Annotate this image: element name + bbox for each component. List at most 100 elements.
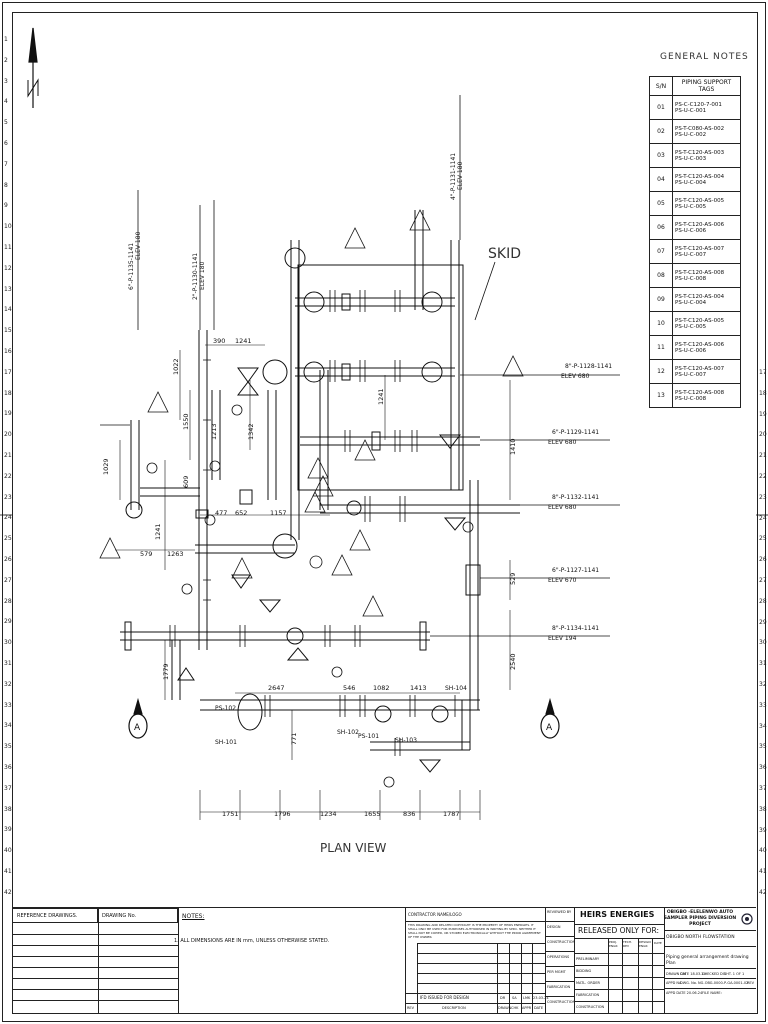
support-tag-secondary: PS-U-C-004 [675, 179, 707, 186]
row-number-left: 11 [4, 244, 12, 251]
row-number-right: 31 [759, 660, 767, 668]
dimension-value: 2540 [509, 653, 517, 670]
vertical-line-label: ELEV 180 [135, 231, 142, 260]
support-tag-primary: PS-T-C120-AS-004 [675, 293, 725, 300]
row-number-left: 5 [4, 119, 8, 127]
appd-by: APPD NA [666, 981, 682, 985]
dimension-value: 1234 [320, 810, 337, 818]
drawing-no-header: DRAWING No. [102, 913, 137, 919]
row-number-left: 1 [4, 36, 8, 43]
equipment-tag: SH-102 [337, 729, 359, 736]
release-row-label: PRELIMINARY [576, 957, 600, 961]
row-number-right: 23 [759, 493, 767, 501]
support-tag-sn: 08 [649, 263, 673, 288]
vertical-line-label: ELEV 180 [199, 261, 206, 290]
support-tag-sn: 02 [649, 119, 673, 144]
valves-and-flanges [124, 247, 481, 773]
row-number-left: 21 [4, 452, 12, 459]
support-tag-primary: PS-T-C120-AS-005 [675, 197, 725, 204]
row-number-left: 22 [4, 472, 12, 480]
elevation-label: ELEV 680 [561, 373, 590, 380]
dimension-value: 1029 [102, 458, 110, 475]
row-number-right: 17 [759, 369, 767, 376]
row-number-left: 18 [4, 389, 12, 397]
rev-col-appr: APPR [522, 1006, 532, 1010]
row-number-right: 34 [759, 722, 767, 730]
appd-date: APPD DATE 20.06.24 [666, 991, 703, 995]
support-tag-secondary: PS-U-C-007 [675, 371, 707, 378]
row-number-left: 4 [4, 98, 8, 106]
review-row-label: DESIGN [547, 925, 561, 929]
review-row-label: CONSTRUCTION [547, 1000, 576, 1004]
file-name-label: FILE NAME: [702, 991, 722, 995]
equipment-tag: PS-101 [358, 733, 379, 740]
release-row-label: BIDDING [576, 969, 592, 973]
row-number-left: 14 [4, 306, 12, 314]
support-tag-sn: 11 [649, 335, 673, 360]
row-number-right: 26 [759, 556, 767, 564]
support-tag-sn: 13 [649, 383, 673, 408]
rev-drawn-value: DR [500, 996, 506, 1000]
dimension-value: 609 [182, 476, 190, 488]
released-only-for: RELEASED ONLY FOR: [578, 926, 660, 935]
dimension-value: 1342 [247, 423, 255, 440]
row-number-right: 30 [759, 639, 767, 647]
support-tag-secondary: PS-U-C-003 [675, 155, 707, 162]
row-number-left: 17 [4, 368, 12, 376]
release-col-tech-rev: TECH. REV [623, 940, 632, 948]
dimension-value: 1751 [222, 810, 239, 818]
contractor-label: CONTRACTOR NAME/LOGO [408, 912, 462, 917]
drawn-date: DATE 18.03.24 [680, 972, 706, 976]
sheet-border-inner [12, 12, 758, 1014]
skid-outline [297, 261, 496, 491]
row-number-right: 35 [759, 743, 767, 751]
plan-view-title: PLAN VIEW [320, 841, 387, 855]
location-name: OBIGBO NORTH FLOWSTATION [666, 935, 735, 940]
section-marker-left-label: A [134, 723, 141, 733]
elevation-label: ELEV 194 [548, 635, 577, 642]
dimension-value: 1779 [162, 663, 170, 680]
dimension-value: 1655 [364, 810, 381, 818]
row-number-left: 29 [4, 618, 12, 626]
rev-col-drawn: DRAWN [498, 1006, 512, 1010]
row-number-right: 27 [759, 577, 767, 584]
row-number-left: 6 [4, 140, 8, 147]
support-tag-secondary: PS-U-C-008 [675, 275, 707, 282]
support-tag-sn: 03 [649, 143, 673, 168]
equipment-tag: SH-104 [445, 685, 467, 692]
section-marker-right [540, 697, 560, 739]
release-col-design-engr: DESIGN ENGR [639, 940, 651, 948]
support-tag-secondary: PS-U-C-004 [675, 299, 707, 306]
support-tag-secondary: PS-U-C-005 [675, 203, 707, 210]
company-logo-icon [741, 913, 753, 925]
drawing-number: DWG. No. NG-OBG-0000-P-GA-0001-02 [680, 981, 749, 985]
row-number-left: 38 [4, 805, 12, 813]
row-number-left: 35 [4, 743, 12, 751]
pipe-runs [120, 210, 520, 751]
row-number-right: 25 [759, 535, 767, 543]
dimension-value: 1022 [172, 358, 180, 375]
north-arrow-icon [27, 27, 39, 108]
dimension-value: 579 [140, 550, 152, 558]
reference-drawings-header: REFERENCE DRAWINGS. [17, 913, 78, 919]
line-number-label: 8"-P-1128-1141 [565, 363, 612, 370]
dimension-value: 1263 [167, 550, 184, 558]
equipment-tag: PS-102 [215, 705, 236, 712]
row-number-left: 34 [4, 722, 12, 730]
support-tag-primary: PS-T-C120-AS-007 [675, 245, 725, 252]
row-number-right: 19 [759, 410, 767, 418]
support-tag-primary: PS-C-C120-7-001 [675, 101, 722, 108]
row-number-left: 13 [4, 285, 12, 293]
review-row-label: OPERATIONS [547, 955, 570, 959]
dimension-value: 1213 [210, 423, 218, 440]
support-tag-secondary: PS-U-C-005 [675, 323, 707, 330]
pipe-fittings [169, 290, 456, 756]
